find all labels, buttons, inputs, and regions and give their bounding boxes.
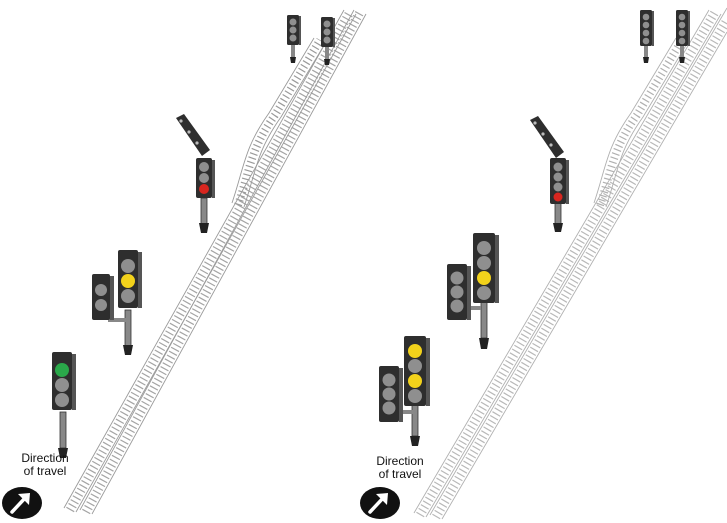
signal-distant-right-1 xyxy=(640,10,654,63)
direction-of-travel-label: Direction of travel xyxy=(14,452,76,478)
direction-label-line2: of travel xyxy=(14,465,76,478)
direction-arrow-icon xyxy=(360,487,400,519)
signal-yellow-right xyxy=(447,233,499,349)
left-panel xyxy=(2,10,366,519)
direction-arrow-icon xyxy=(2,487,42,519)
track-branch-left xyxy=(232,38,326,207)
signal-distant-right-2 xyxy=(676,10,690,63)
track-main-right xyxy=(414,8,727,519)
signal-green-left xyxy=(52,352,76,458)
direction-of-travel-label: Direction of travel xyxy=(369,455,431,481)
right-panel xyxy=(360,8,727,519)
signal-distant-left-2 xyxy=(321,17,335,65)
direction-label-line2: of travel xyxy=(369,468,431,481)
signal-distant-left-1 xyxy=(287,15,301,63)
signal-double-yellow-right xyxy=(379,336,430,446)
signal-yellow-left xyxy=(92,250,142,355)
track-main-left xyxy=(64,10,366,514)
signal-red-right xyxy=(530,116,569,232)
signal-red-left xyxy=(176,114,215,233)
